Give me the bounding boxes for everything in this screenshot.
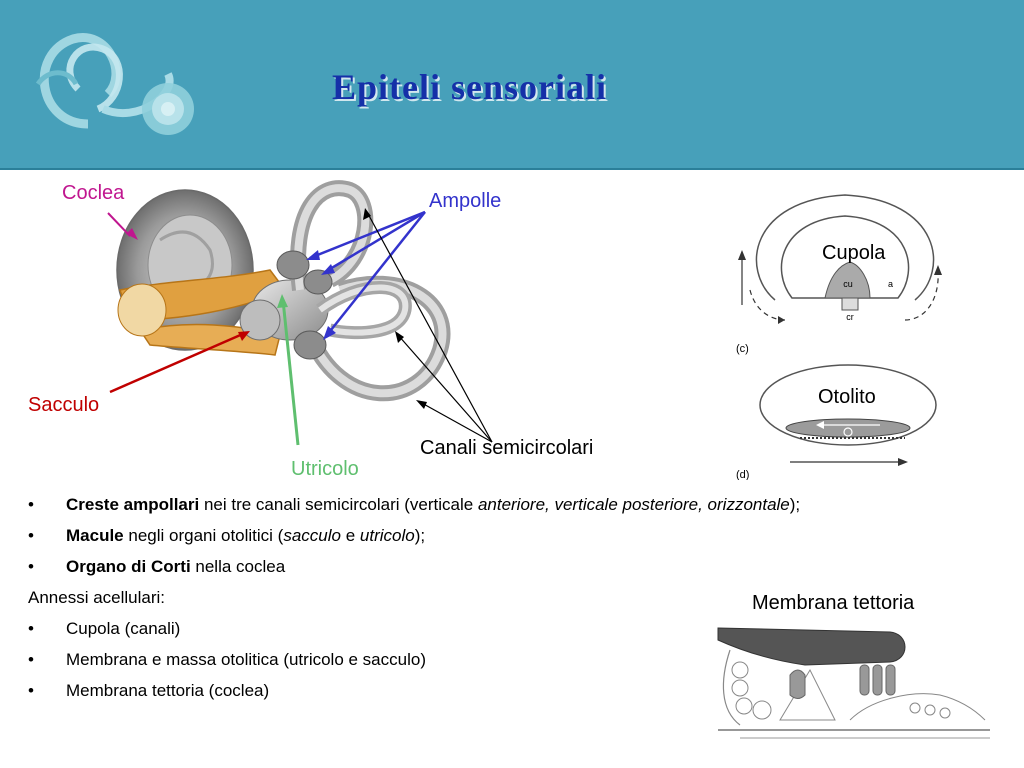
label-cu: cu	[843, 279, 853, 289]
label-ampolle: Ampolle	[429, 190, 502, 212]
bullet-membrana-tettoria: • Membrana tettoria (coclea)	[28, 681, 270, 700]
ampulla-3	[293, 330, 327, 360]
ampulla-1	[276, 250, 310, 280]
bullet-list: • Creste ampollari nei tre canali semici…	[28, 494, 928, 711]
bullet-macule: • Macule negli organi otolitici (sacculo…	[28, 526, 426, 545]
bullet-dot: •	[28, 681, 34, 700]
ampulla-2	[303, 269, 333, 295]
bullet-dot: •	[28, 526, 34, 545]
inner-ear-logo-icon	[35, 33, 194, 135]
label-cr: cr	[846, 312, 854, 322]
label-cupola: Cupola	[822, 242, 886, 264]
bullet-creste-ampollari: • Creste ampollari nei tre canali semici…	[28, 495, 801, 514]
cupola-otolith-diagram: cu a cr (c) (d)	[736, 194, 942, 480]
header-banner: Epiteli sensoriali	[0, 0, 1024, 170]
inner-ear-illustration	[107, 180, 493, 446]
bullet-cupola: • Cupola (canali)	[28, 619, 181, 638]
bullet-membrana-massa-otolitica: • Membrana e massa otolitica (utricolo e…	[28, 650, 426, 669]
annessi-heading: Annessi acellulari:	[28, 588, 166, 607]
label-otolito: Otolito	[818, 386, 876, 408]
label-d: (d)	[736, 469, 749, 480]
label-membrana-tettoria: Membrana tettoria	[752, 592, 915, 614]
tectorial-membrane-diagram	[717, 627, 990, 739]
label-canali-semicircolari: Canali semicircolari	[420, 437, 594, 459]
label-a: a	[888, 279, 893, 289]
label-sacculo: Sacculo	[28, 394, 100, 416]
bullet-organo-di-corti: • Organo di Corti nella coclea	[28, 557, 286, 576]
label-c: (c)	[736, 343, 749, 355]
bullet-dot: •	[28, 557, 34, 576]
slide-title: Epiteli sensoriali	[332, 67, 608, 107]
bullet-dot: •	[28, 619, 34, 638]
label-utricolo: Utricolo	[291, 458, 359, 480]
bullet-dot: •	[28, 495, 34, 514]
bullet-dot: •	[28, 650, 34, 669]
label-coclea: Coclea	[62, 182, 125, 204]
